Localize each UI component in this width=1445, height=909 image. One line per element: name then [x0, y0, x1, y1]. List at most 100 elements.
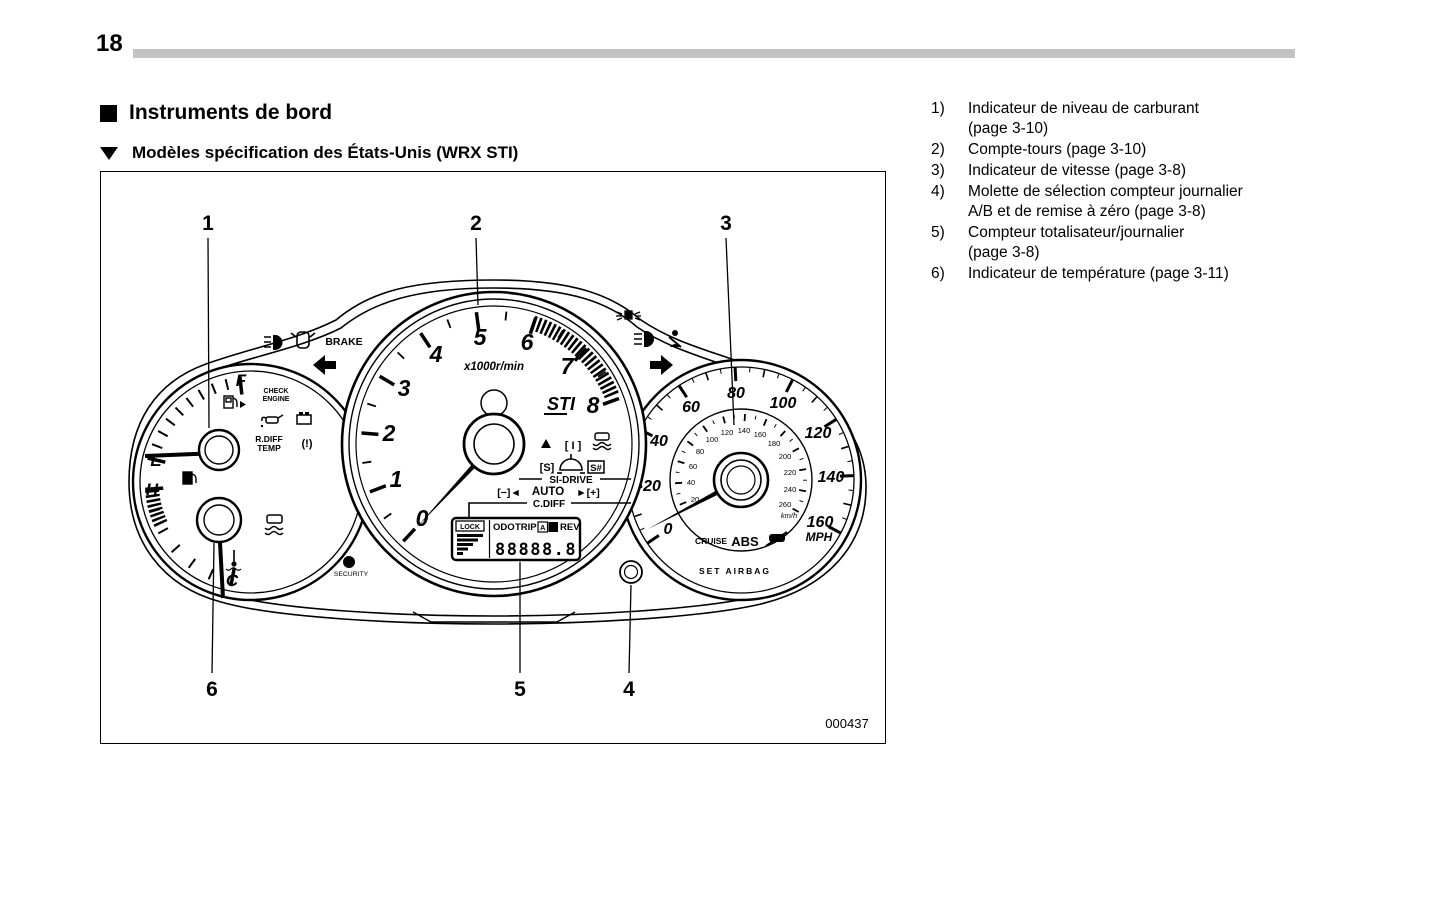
- tach-number: 8: [587, 392, 600, 418]
- legend-item-text: Compte-tours (page 3-10): [968, 140, 1147, 158]
- speedometer-kmh-numbers: 20 40 60 80 100 120 140 160 180 200 220 …: [687, 426, 796, 509]
- high-beam-icon: [634, 331, 654, 347]
- check-engine-label2: ENGINE: [263, 396, 290, 403]
- cluster-drawing: F E H C CHECK ENGINE R.DIFF TEMP (!): [128, 212, 869, 731]
- legend-list: 1) Indicateur de niveau de carburant (pa…: [931, 99, 1291, 284]
- kmh-number: 220: [784, 468, 797, 477]
- svg-text:S#: S#: [590, 463, 602, 474]
- tach-number: 3: [398, 375, 411, 401]
- temp-hot-label: H: [146, 480, 159, 499]
- sidrive-ssharp-badge: S#: [587, 460, 605, 474]
- tach-number: 4: [429, 341, 443, 367]
- kmh-number: 200: [779, 452, 792, 461]
- sidrive-dial-icon: [557, 454, 585, 474]
- tpms-icon: (!): [302, 438, 313, 450]
- low-fuel-icon: [182, 471, 197, 485]
- svg-text:STI: STI: [547, 394, 576, 414]
- lcd-lock-label: LOCK: [460, 524, 480, 531]
- tach-number: 7: [561, 353, 575, 379]
- kmh-number: 140: [738, 426, 751, 435]
- section-title-text: Instruments de bord: [129, 101, 333, 124]
- kmh-number: 180: [768, 439, 781, 448]
- callout-2: 2: [470, 212, 482, 235]
- battery-icon: [296, 412, 312, 425]
- page-number: 18: [96, 30, 123, 57]
- svg-text:SI-DRIVE: SI-DRIVE: [549, 475, 593, 486]
- tachometer-gauge: 0 1 2 3 4 5 6 7 8 x1000r/min STI [ I ] […: [340, 290, 648, 598]
- kmh-unit-label: km/h: [781, 511, 797, 520]
- lcd-rev-label: REV.: [560, 522, 581, 533]
- legend-item-number: 6): [931, 264, 945, 282]
- temp-scale-band: [145, 488, 168, 527]
- vdc-off-icon: [264, 514, 284, 536]
- figure-code: 000437: [825, 716, 868, 731]
- tach-number: 0: [416, 505, 429, 531]
- cdiff-minus-label: [−]◄: [497, 487, 521, 499]
- set-airbag-label: SET AIRBAG: [699, 566, 771, 576]
- tach-number: 1: [390, 466, 403, 492]
- speedometer-mph-numbers: 0 20 40 60 80 100 120 140 160: [642, 385, 844, 538]
- legend-item-text: Indicateur de température (page 3-11): [968, 264, 1229, 282]
- kmh-number: 80: [696, 447, 704, 456]
- mph-number: 160: [807, 514, 834, 531]
- tach-redline-band: [530, 315, 619, 399]
- instrument-cluster-figure: F E H C CHECK ENGINE R.DIFF TEMP (!): [100, 171, 886, 744]
- kmh-number: 40: [687, 478, 695, 487]
- lcd-digits: 88888.8: [495, 540, 577, 560]
- fuel-door-icon: [223, 395, 246, 409]
- lcd-trip-b-label: B: [550, 523, 556, 532]
- legend-item-text: Indicateur de niveau de carburant (page …: [968, 100, 1199, 137]
- kmh-number: 100: [706, 435, 719, 444]
- sti-logo: STI: [544, 394, 576, 415]
- kmh-number: 60: [689, 462, 697, 471]
- right-turn-arrow-icon: [650, 355, 673, 375]
- square-bullet-icon: [100, 104, 117, 122]
- callout-6: 6: [206, 678, 218, 701]
- cdiff-row: [−]◄ AUTO ►[+] C.DIFF: [468, 486, 631, 518]
- section-title: Instruments de bord: [100, 101, 332, 125]
- sidrive-i-label: [ I ]: [565, 440, 582, 452]
- callout-1: 1: [202, 212, 214, 235]
- callout-3: 3: [720, 212, 732, 235]
- lcd-trip-a-label: A: [540, 523, 546, 532]
- oil-pressure-icon: [260, 414, 284, 428]
- sidrive-s-label: [S]: [540, 462, 555, 474]
- callout-5: 5: [514, 678, 526, 701]
- speedometer-gauge: 0 20 40 60 80 100 120 140 160 20 40 60 8…: [619, 358, 863, 602]
- mph-unit-label: MPH: [806, 530, 833, 544]
- tach-number: 2: [382, 420, 396, 446]
- fuel-temp-gauge: F E H C CHECK ENGINE R.DIFF TEMP (!): [131, 362, 371, 602]
- seatbelt-icon: [668, 330, 682, 348]
- door-ajar-icon: [290, 331, 316, 349]
- kmh-number: 260: [779, 500, 792, 509]
- callout-lines: [207, 237, 735, 674]
- section-subtitle: Modèles spécification des États-Unis (WR…: [100, 143, 518, 163]
- section-subtitle-text: Modèles spécification des États-Unis (WR…: [132, 143, 519, 162]
- right-telltale-row: [616, 310, 682, 375]
- vdc-operation-icon: [592, 432, 612, 451]
- fog-light-icon: [264, 335, 283, 350]
- kmh-number: 240: [784, 485, 797, 494]
- callout-numbers: 1 2 3 6 5 4: [202, 212, 732, 701]
- rdiff-temp-label2: TEMP: [257, 443, 281, 453]
- cdiff-auto-label: AUTO: [532, 486, 564, 498]
- legend-item-number: 1): [931, 100, 945, 117]
- mph-number: 140: [818, 469, 845, 486]
- temp-cold-label: C: [226, 571, 239, 590]
- lcd-display: LOCK ODO TRIP A B REV. 88888.8: [450, 516, 581, 562]
- cdiff-plus-label: ►[+]: [576, 487, 600, 499]
- lcd-gear-bars: [457, 534, 483, 555]
- mph-number: 40: [649, 433, 668, 450]
- kmh-number: 20: [691, 495, 699, 504]
- abs-label: ABS: [731, 534, 759, 549]
- mph-number: 60: [682, 399, 700, 416]
- kmh-dial: [669, 408, 813, 552]
- tach-number: 6: [521, 329, 534, 355]
- callout-4: 4: [623, 678, 635, 701]
- security-indicator-dot: [343, 556, 355, 568]
- brake-warning-icon: [765, 531, 788, 547]
- left-telltale-row: BRAKE: [264, 331, 363, 375]
- legend-item-number: 2): [931, 140, 945, 158]
- rdiff-temp-label: R.DIFF: [255, 434, 282, 444]
